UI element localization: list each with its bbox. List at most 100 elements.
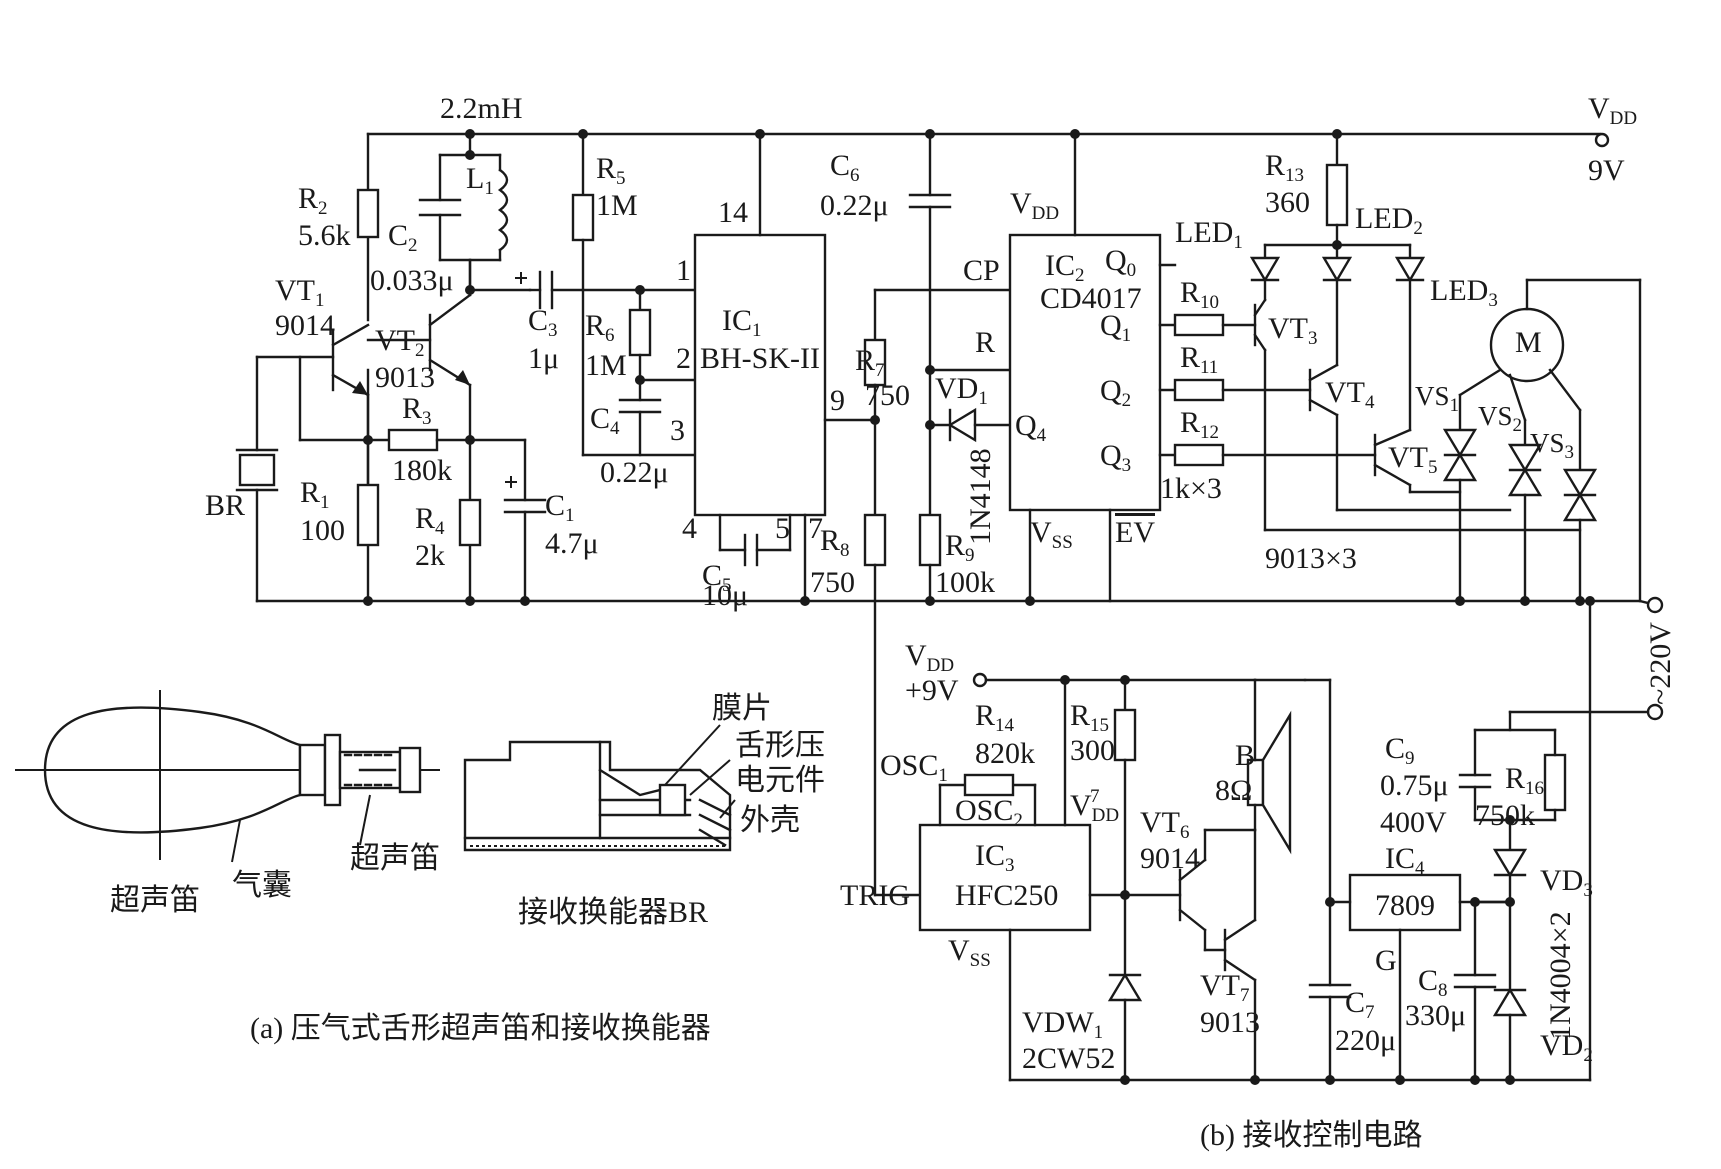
r13-value: 360 <box>1265 186 1310 219</box>
r9-label: R9 <box>945 529 975 566</box>
ic2-q0: Q0 <box>1105 244 1136 281</box>
resistor-r16 <box>1543 753 1567 812</box>
ac-terminal-top <box>1646 596 1664 614</box>
inductor-l1 <box>497 168 509 252</box>
led1 <box>1249 243 1281 302</box>
l1-value-label: 2.2mH <box>440 92 523 125</box>
ic2-cp: CP <box>963 254 1000 287</box>
tongue-label-1: 舌形压 <box>735 729 825 762</box>
labels: 2.2mH VDD 9V R2 5.6k C2 0.033μ L1 R5 1M … <box>110 92 1677 1152</box>
ic4-label: IC4 <box>1385 842 1425 879</box>
junction-dots-bottom <box>1060 675 1515 1085</box>
r12-value: 1k×3 <box>1160 472 1222 505</box>
vt7-value: 9013 <box>1200 1006 1260 1039</box>
r7-value: 750 <box>865 379 910 412</box>
r4-value: 2k <box>415 539 445 572</box>
resistor-r3 <box>387 428 439 452</box>
resistor-r6 <box>628 308 652 357</box>
led3-label: LED3 <box>1430 274 1498 311</box>
r6-value: 1M <box>585 349 627 382</box>
c1-value: 4.7μ <box>545 527 599 560</box>
osc1-label: OSC1 <box>880 749 948 786</box>
r2-value: 5.6k <box>298 219 351 252</box>
transistor-vt1 <box>331 323 370 397</box>
motor-label: M <box>1515 326 1542 359</box>
c4-value: 0.22μ <box>600 456 669 489</box>
ic1-label: IC1 <box>722 304 762 341</box>
r12-label: R12 <box>1180 406 1219 443</box>
r13-label: R13 <box>1265 149 1304 186</box>
receiver-label: 接收换能器BR <box>518 896 708 929</box>
led3 <box>1394 243 1426 432</box>
ic3-vdd: VDD <box>1070 789 1119 826</box>
r8-label: R8 <box>820 524 850 561</box>
vdd2-value: +9V <box>905 674 959 707</box>
transistor-vt2 <box>366 293 472 387</box>
r11-label: R11 <box>1180 341 1218 378</box>
transistor-vt7 <box>1223 828 1257 1082</box>
resistor-r12 <box>1173 443 1225 467</box>
transistor-vt4 <box>1308 363 1512 512</box>
vt6-label: VT6 <box>1140 806 1190 843</box>
ic2-value: CD4017 <box>1040 282 1142 315</box>
vdd-label: VDD <box>1588 92 1637 129</box>
vt1-label: VT1 <box>275 274 325 311</box>
capacitor-c7 <box>1308 900 1352 1082</box>
vt4-label: VT4 <box>1325 376 1375 413</box>
r8-value: 750 <box>810 566 855 599</box>
ic2-block <box>1008 132 1177 603</box>
triac-vs1 <box>1442 393 1478 603</box>
ic4-g: G <box>1375 944 1397 977</box>
speaker-value: 8Ω <box>1215 774 1252 807</box>
ic4-value: 7809 <box>1375 889 1435 922</box>
vs1-label: VS1 <box>1415 381 1459 416</box>
ic1-pin-1: 1 <box>676 254 691 287</box>
ic1-pin-2: 2 <box>676 342 691 375</box>
c6-label: C6 <box>830 149 860 186</box>
transistor-vt6 <box>1178 828 1257 952</box>
vt2-value: 9013 <box>375 361 435 394</box>
triac-vs3 <box>1562 408 1598 603</box>
c9-label: C9 <box>1385 732 1415 769</box>
vt3-label: VT3 <box>1268 312 1318 349</box>
ic2-vss: VSS <box>1030 516 1073 553</box>
c9-value: 0.75μ <box>1380 769 1449 802</box>
r3-value: 180k <box>392 454 452 487</box>
ic1-pin-4: 4 <box>682 512 697 545</box>
vt6-value: 9014 <box>1140 842 1200 875</box>
c5-value: 10μ <box>702 579 748 612</box>
c5-label: C5 <box>702 559 732 596</box>
ic3-block <box>918 678 1092 1082</box>
ic2-q1: Q1 <box>1100 309 1131 346</box>
c4-label: C4 <box>590 402 620 439</box>
receiver-transducer-drawing <box>463 740 732 852</box>
ic3-vdd-sup: 7 <box>1090 786 1100 807</box>
ic2-q4: Q4 <box>1015 409 1047 446</box>
r5-value: 1M <box>596 189 638 222</box>
resistor-r14 <box>963 773 1015 797</box>
c8-value: 330μ <box>1405 999 1466 1032</box>
diode-vd2 <box>1492 987 1528 1082</box>
led2 <box>1321 243 1353 367</box>
whistle-label: 超声笛 <box>110 884 200 917</box>
ic3-value: HFC250 <box>955 879 1058 912</box>
vd1-value: 1N4148 <box>964 448 997 545</box>
resistor-r2 <box>356 188 380 239</box>
motor-m <box>1458 278 1642 603</box>
vdd-volt-label: 9V <box>1588 154 1625 187</box>
zener-vdw1 <box>1107 893 1143 1082</box>
transistor-vt3 <box>1253 298 1582 532</box>
vdw1-value: 2CW52 <box>1022 1042 1115 1075</box>
r7-label: R7 <box>855 344 885 381</box>
r1-label: R1 <box>300 476 330 513</box>
ic1-value: BH-SK-II <box>700 342 820 375</box>
ic3-label: IC3 <box>975 839 1015 876</box>
caption-b: (b) 接收控制电路 <box>1200 1119 1422 1152</box>
r3-label: R3 <box>402 392 432 429</box>
led1-label: LED1 <box>1175 216 1243 253</box>
vt5-label: VT5 <box>1388 441 1438 478</box>
ic2-q3: Q3 <box>1100 439 1131 476</box>
ic1-pin-9: 9 <box>830 384 845 417</box>
ac-label: ~220V <box>1644 622 1677 705</box>
